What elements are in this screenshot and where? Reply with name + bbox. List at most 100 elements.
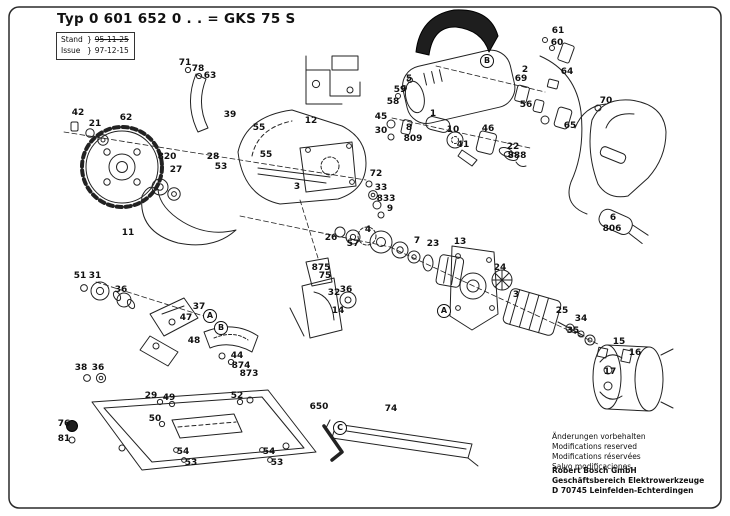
part-label-33: 33	[374, 183, 388, 193]
assembly-axes	[63, 65, 601, 346]
armature-commutator	[435, 254, 465, 288]
callout-A: A	[203, 309, 217, 323]
part-label-76: 76	[57, 419, 71, 429]
part-label-3: 3	[512, 290, 520, 300]
part-label-6: 6	[609, 213, 617, 223]
part-label-31: 31	[88, 271, 102, 281]
rear-handle	[574, 99, 667, 198]
part-label-48: 48	[187, 336, 201, 346]
part-label-53: 53	[214, 162, 228, 172]
part-label-888: 888	[507, 151, 527, 161]
part-label-7: 7	[413, 236, 421, 246]
part-label-62: 62	[119, 113, 133, 123]
pivot-bracket	[139, 297, 199, 367]
rotor-core	[502, 288, 596, 346]
part-label-14: 14	[331, 306, 345, 316]
part-label-58: 58	[386, 97, 400, 107]
part-label-54: 54	[176, 447, 190, 457]
lower-blade-guard	[141, 186, 237, 246]
part-label-9: 9	[386, 204, 394, 214]
part-label-50: 50	[148, 414, 162, 424]
part-label-809: 809	[403, 134, 423, 144]
note-line: Modifications réservées	[552, 452, 641, 462]
top-handle	[415, 9, 499, 56]
part-label-22: 22	[506, 142, 520, 152]
part-label-39: 39	[223, 110, 237, 120]
part-label-4: 4	[364, 225, 372, 235]
base-plate	[91, 389, 317, 471]
part-label-72: 72	[369, 169, 383, 179]
part-label-45: 45	[374, 112, 388, 122]
part-label-64: 64	[560, 67, 574, 77]
company-line: D 70745 Leinfelden-Echterdingen	[552, 486, 694, 496]
part-label-53: 53	[184, 458, 198, 468]
note-line: Änderungen vorbehalten	[552, 432, 646, 441]
part-label-21: 21	[88, 119, 102, 129]
callout-B: B	[480, 54, 494, 68]
rip-fence	[325, 419, 479, 467]
part-label-23: 23	[426, 239, 440, 249]
revision-issue-label: Issue	[61, 45, 81, 55]
part-label-26: 26	[324, 233, 338, 243]
part-label-5: 5	[405, 74, 413, 84]
revision-issue-row: Issue } 97-12-15	[61, 46, 129, 57]
part-label-46: 46	[481, 124, 495, 134]
upper-blade-guard	[237, 109, 367, 205]
part-label-54: 54	[262, 447, 276, 457]
stator-field	[592, 344, 674, 412]
part-label-874: 874	[231, 361, 251, 371]
note-line: Salvo modificaciones	[552, 462, 632, 472]
part-label-24: 24	[493, 263, 507, 273]
small-hardware-center	[334, 180, 393, 254]
part-label-81: 81	[57, 434, 71, 444]
part-label-16: 16	[628, 348, 642, 358]
part-label-36: 36	[114, 285, 128, 295]
part-label-1: 1	[429, 109, 437, 119]
front-knob	[66, 372, 107, 444]
power-plug	[598, 208, 649, 245]
part-label-65: 65	[563, 121, 577, 131]
part-label-8: 8	[405, 123, 413, 133]
note-line: Modifications reserved	[552, 442, 637, 452]
guard-lever	[184, 66, 209, 133]
part-label-2: 2	[521, 65, 529, 75]
part-label-25: 25	[555, 306, 569, 316]
part-label-3: 3	[293, 182, 301, 192]
gear-spindle-parts	[386, 116, 527, 167]
part-label-873: 873	[239, 369, 259, 379]
part-label-59: 59	[393, 85, 407, 95]
part-label-27: 27	[169, 165, 183, 175]
part-label-13: 13	[453, 237, 467, 247]
part-label-35: 35	[566, 326, 580, 336]
callout-C: C	[333, 421, 347, 435]
part-label-34: 34	[574, 314, 588, 324]
part-label-875: 875	[311, 263, 331, 273]
revision-issue-value: 97-12-15	[94, 45, 129, 55]
part-label-15: 15	[612, 337, 626, 347]
part-label-57: 57	[346, 239, 360, 249]
mounting-bracket	[305, 55, 361, 105]
motor-fan	[491, 269, 513, 291]
part-label-650: 650	[309, 402, 329, 412]
adjustment-knobs	[80, 281, 136, 310]
part-label-69: 69	[514, 74, 528, 84]
part-label-833: 833	[376, 194, 396, 204]
part-label-806: 806	[602, 224, 622, 234]
carbon-brushes	[596, 346, 633, 364]
part-label-56: 56	[519, 100, 533, 110]
revision-brace: }	[87, 35, 92, 44]
armature-bearings	[391, 241, 434, 272]
part-label-52: 52	[230, 391, 244, 401]
part-label-36: 36	[339, 285, 353, 295]
part-label-47: 47	[179, 313, 193, 323]
part-label-75: 75	[318, 271, 332, 281]
part-label-78: 78	[191, 64, 205, 74]
part-label-12: 12	[304, 116, 318, 126]
part-label-53: 53	[270, 458, 284, 468]
part-label-70: 70	[599, 96, 613, 106]
part-label-11: 11	[121, 228, 135, 238]
part-label-60: 60	[550, 38, 564, 48]
part-label-49: 49	[162, 393, 176, 403]
